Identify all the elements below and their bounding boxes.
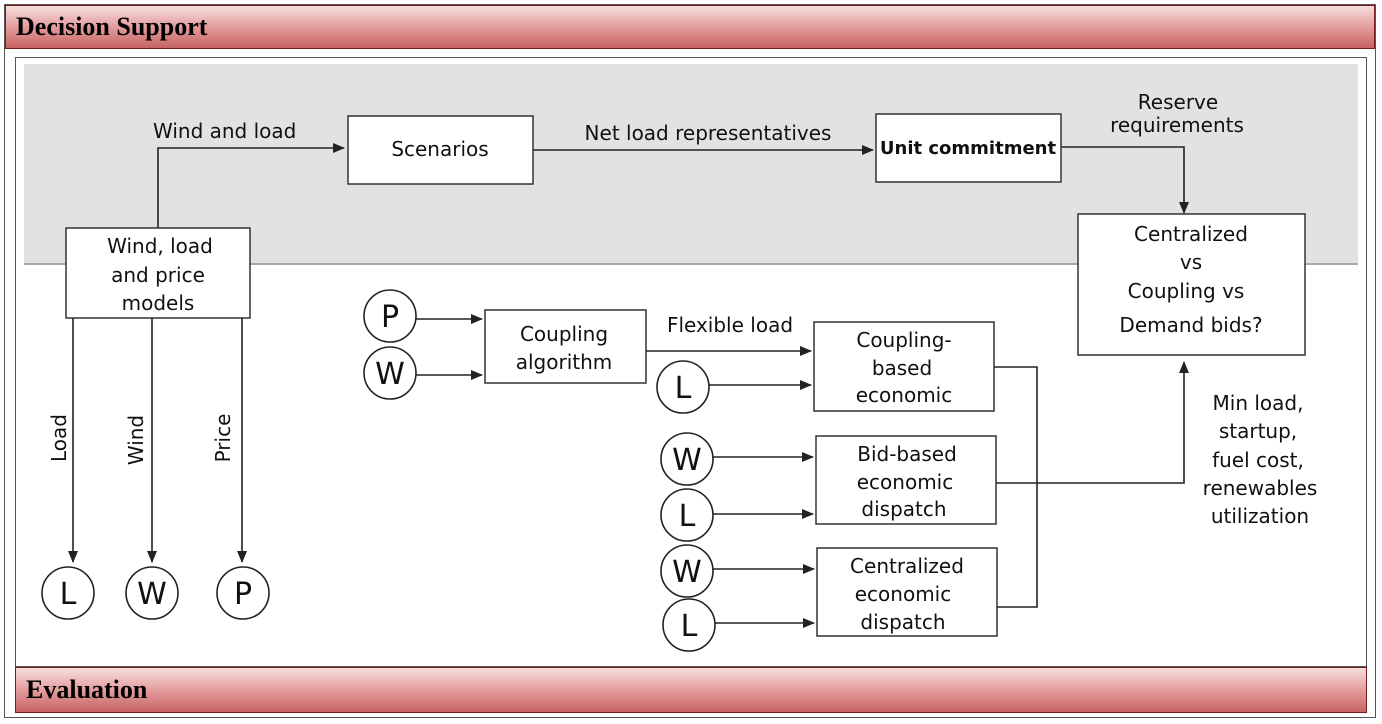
bid-based-box bbox=[815, 435, 997, 525]
circle-wind-output-letter: W bbox=[137, 577, 167, 612]
circle-price-output-letter: P bbox=[234, 577, 252, 612]
coupling-based-line-3: economic bbox=[856, 383, 952, 407]
bid-based-line-3: dispatch bbox=[861, 497, 946, 521]
question-line-1: Centralized bbox=[1134, 222, 1248, 246]
circle-load-coupling bbox=[656, 360, 710, 414]
circle-wind-bid-letter: W bbox=[672, 443, 702, 478]
centralized-question-box bbox=[1077, 213, 1306, 356]
flexible-load-label: Flexible load bbox=[667, 313, 793, 337]
coupling-based-line-2: based bbox=[872, 356, 932, 380]
circle-wind-output bbox=[125, 566, 179, 620]
question-line-4: Demand bids? bbox=[1119, 313, 1262, 337]
arrow-to-question bbox=[996, 361, 1189, 484]
coupling-algorithm-line-1: Coupling bbox=[520, 322, 608, 346]
models-line-1: Wind, load bbox=[107, 234, 213, 258]
reserve-label-1: Reserve bbox=[1138, 90, 1218, 114]
wind-axis-label: Wind bbox=[124, 415, 148, 465]
circle-load-output bbox=[41, 566, 95, 620]
coupling-based-line-1: Coupling- bbox=[856, 328, 951, 352]
coupling-algorithm-box bbox=[484, 309, 647, 384]
unit-commitment-label: Unit commitment bbox=[880, 138, 1057, 159]
circle-wind-input-letter: W bbox=[375, 357, 405, 392]
decision-support-header: Decision Support bbox=[5, 5, 1375, 49]
metrics-line-5: utilization bbox=[1211, 504, 1309, 528]
evaluation-footer: Evaluation bbox=[15, 667, 1367, 713]
circle-load-output-letter: L bbox=[60, 577, 77, 612]
coupling-algorithm-line-2: algorithm bbox=[516, 350, 613, 374]
question-line-3: Coupling vs bbox=[1128, 279, 1245, 303]
question-line-2: vs bbox=[1180, 250, 1202, 274]
bid-based-line-2: economic bbox=[857, 470, 953, 494]
centralized-dispatch-box bbox=[816, 547, 998, 637]
centralized-dispatch-line-1: Centralized bbox=[850, 554, 964, 578]
reserve-label-2: requirements bbox=[1110, 113, 1244, 137]
arrow-wind-and-load bbox=[157, 143, 345, 228]
load-axis-label: Load bbox=[47, 414, 71, 462]
models-line-3: models bbox=[122, 291, 195, 315]
metrics-line-2: startup, bbox=[1219, 419, 1297, 443]
circle-price-input-letter: P bbox=[381, 300, 399, 335]
circle-wind-input bbox=[363, 346, 417, 400]
centralized-dispatch-line-3: dispatch bbox=[860, 610, 945, 634]
circle-wind-bid bbox=[660, 432, 714, 486]
coupling-based-box bbox=[813, 321, 995, 412]
circle-price-output bbox=[216, 566, 270, 620]
models-line-2: and price bbox=[111, 263, 205, 287]
models-box bbox=[65, 227, 251, 319]
metrics-line-1: Min load, bbox=[1213, 391, 1304, 415]
circle-load-bid bbox=[660, 488, 714, 542]
scenarios-box bbox=[347, 115, 534, 185]
circle-load-coupling-letter: L bbox=[675, 371, 692, 406]
circle-wind-central bbox=[660, 544, 714, 598]
circle-wind-central-letter: W bbox=[672, 555, 702, 590]
centralized-dispatch-line-2: economic bbox=[855, 582, 951, 606]
price-axis-label: Price bbox=[211, 414, 235, 463]
scenarios-label: Scenarios bbox=[391, 137, 488, 161]
bid-based-line-1: Bid-based bbox=[857, 442, 957, 466]
metrics-line-4: renewables bbox=[1203, 476, 1318, 500]
circle-price-input bbox=[363, 289, 417, 343]
wind-and-load-label: Wind and load bbox=[153, 119, 296, 143]
net-load-label: Net load representatives bbox=[585, 121, 832, 145]
metrics-line-3: fuel cost, bbox=[1212, 448, 1304, 472]
circle-load-bid-letter: L bbox=[679, 499, 696, 534]
unit-commitment-box bbox=[875, 113, 1062, 183]
dispatch-merge-bracket bbox=[994, 366, 1038, 608]
circle-load-central-letter: L bbox=[681, 609, 698, 644]
circle-load-central bbox=[662, 598, 716, 652]
arrow-reserve bbox=[1061, 146, 1189, 214]
